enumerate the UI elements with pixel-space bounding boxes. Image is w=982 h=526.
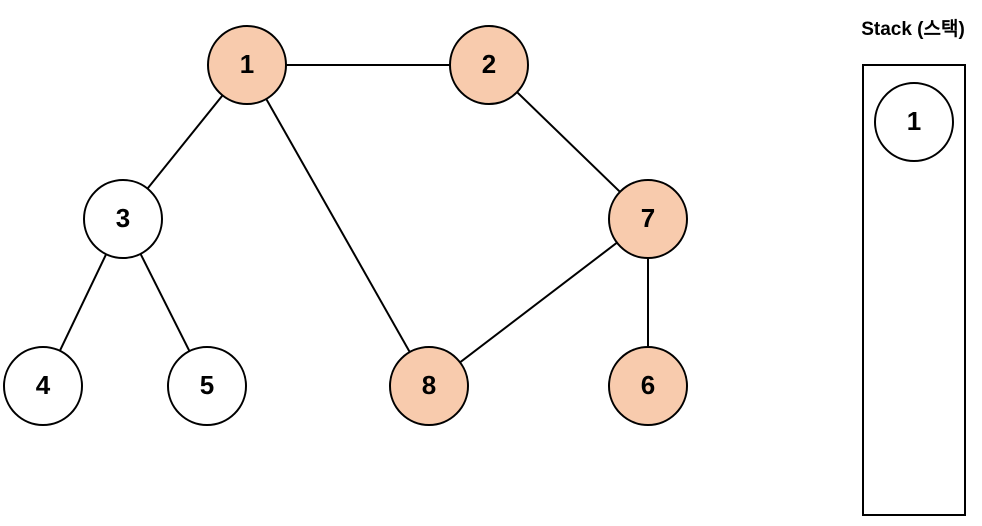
nodes-layer: 1 2 3 4 5 6 7 8 [3, 25, 688, 426]
node-label: 5 [200, 370, 214, 400]
node-circle [167, 346, 247, 426]
node-label: 8 [422, 370, 436, 400]
node-label: 6 [641, 370, 655, 400]
node-1: 1 [207, 25, 287, 105]
node-circle [389, 346, 469, 426]
node-label: 1 [240, 49, 254, 79]
node-circle [83, 179, 163, 259]
edge-7-8 [428, 218, 649, 387]
node-circle [3, 346, 83, 426]
stack-title: Stack (스택) [861, 19, 965, 40]
node-circle [449, 25, 529, 105]
node-8: 8 [389, 346, 469, 426]
node-5: 5 [167, 346, 247, 426]
node-4: 4 [3, 346, 83, 426]
node-circle [207, 25, 287, 105]
node-label: 7 [641, 203, 655, 233]
node-6: 6 [608, 346, 688, 426]
node-label: 3 [116, 203, 130, 233]
node-3: 3 [83, 179, 163, 259]
stack-item-label: 1 [907, 106, 921, 136]
node-2: 2 [449, 25, 529, 105]
node-circle [608, 346, 688, 426]
node-7: 7 [608, 179, 688, 259]
node-label: 4 [36, 370, 51, 400]
node-label: 2 [482, 49, 496, 79]
edge-1-8 [246, 64, 430, 387]
stack-layer: 1 [862, 64, 966, 516]
node-circle [608, 179, 688, 259]
stack-item-circle [874, 82, 954, 162]
stack-item: 1 [874, 82, 954, 162]
